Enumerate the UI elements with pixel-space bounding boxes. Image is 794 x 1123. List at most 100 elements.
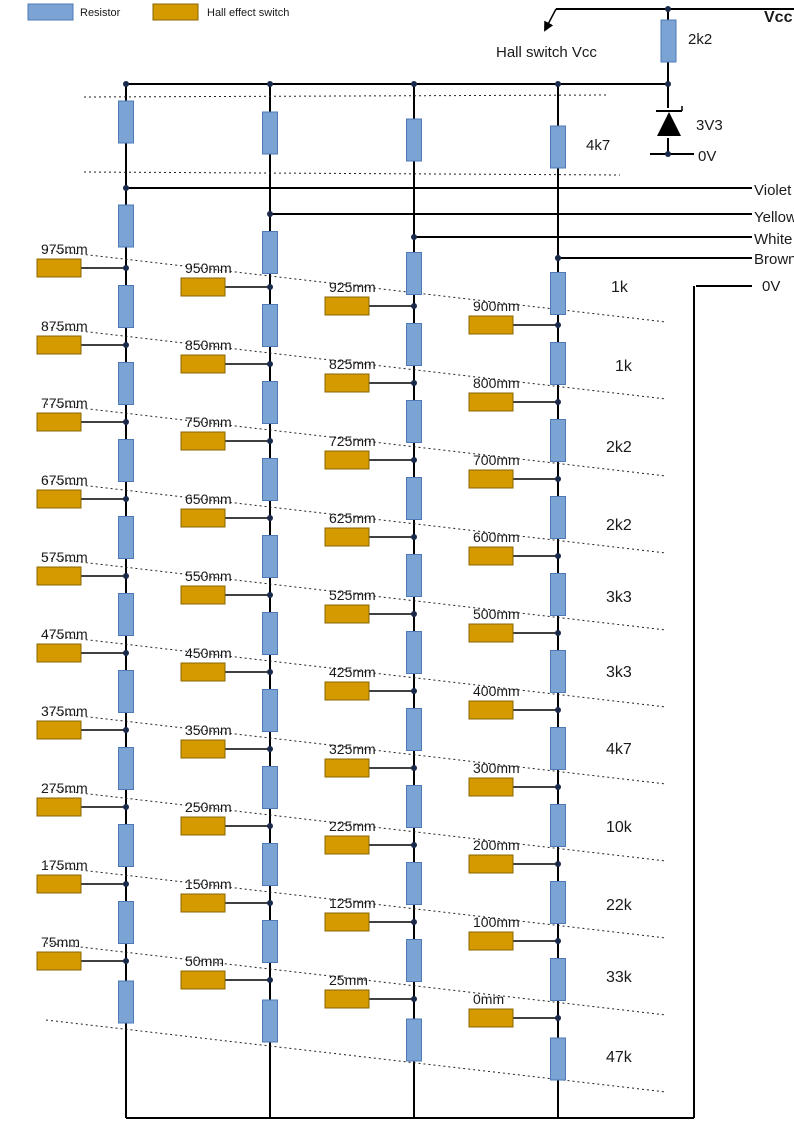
switch-node xyxy=(267,900,273,906)
output-label-violet: Violet xyxy=(754,182,792,199)
resistor xyxy=(262,381,278,424)
switch-node xyxy=(411,534,417,540)
resistor xyxy=(262,920,278,963)
switch-position-label: 225mm xyxy=(329,818,376,834)
hall-switch xyxy=(468,931,514,951)
vcc-label: Vcc xyxy=(764,9,793,26)
resistor-top xyxy=(118,100,134,144)
switch-position-label: 175mm xyxy=(41,857,88,873)
output-label-brown: Brown xyxy=(754,251,794,268)
hall-switch xyxy=(180,585,226,605)
resistor xyxy=(550,881,566,924)
hall-switches xyxy=(36,258,558,1028)
hall-switch xyxy=(324,912,370,932)
resistor xyxy=(262,535,278,578)
resistor xyxy=(550,272,566,315)
vcc-node xyxy=(665,6,671,12)
hall-switch xyxy=(180,508,226,528)
dotted-guide-line xyxy=(45,557,667,631)
hall-switch xyxy=(180,739,226,759)
switch-position-label: 800mm xyxy=(473,375,520,391)
switch-node xyxy=(123,265,129,271)
resistor xyxy=(406,554,422,597)
resistor-value-label: 2k2 xyxy=(606,517,632,534)
legend-resistor-label: Resistor xyxy=(80,7,121,19)
resistor-top xyxy=(262,111,278,155)
resistor xyxy=(406,785,422,828)
tap-node xyxy=(411,234,417,240)
switch-node xyxy=(411,611,417,617)
hall-switch xyxy=(180,816,226,836)
hall-switch xyxy=(468,623,514,643)
bus-node xyxy=(665,81,671,87)
output-label-yellow: Yellow xyxy=(754,209,794,226)
switch-position-label: 625mm xyxy=(329,510,376,526)
switch-node xyxy=(267,669,273,675)
dotted-guide-line xyxy=(45,865,667,939)
switch-node xyxy=(123,958,129,964)
dotted-guide-line xyxy=(45,711,667,785)
resistor xyxy=(406,939,422,982)
hall-switch xyxy=(180,354,226,374)
resistor xyxy=(262,304,278,347)
resistor xyxy=(262,458,278,501)
hall-switch xyxy=(468,315,514,335)
switch-node xyxy=(411,380,417,386)
switch-position-label: 425mm xyxy=(329,664,376,680)
hall-switch xyxy=(36,720,82,740)
switch-position-label: 250mm xyxy=(185,799,232,815)
hall-switch xyxy=(180,277,226,297)
switch-node xyxy=(267,515,273,521)
resistor-value-label: 4k7 xyxy=(606,741,632,758)
resistor xyxy=(550,419,566,462)
resistor xyxy=(262,999,278,1043)
resistor xyxy=(550,573,566,616)
switch-node xyxy=(411,842,417,848)
switch-node xyxy=(555,399,561,405)
dotted-guide-line xyxy=(45,1019,667,1093)
bus-node xyxy=(123,81,129,87)
switch-position-label: 850mm xyxy=(185,337,232,353)
switch-node xyxy=(411,688,417,694)
switch-node xyxy=(555,938,561,944)
switch-node xyxy=(123,496,129,502)
switch-position-label: 350mm xyxy=(185,722,232,738)
switch-node xyxy=(555,630,561,636)
switch-node xyxy=(267,438,273,444)
switch-position-label: 300mm xyxy=(473,760,520,776)
switch-node xyxy=(411,765,417,771)
resistor xyxy=(118,593,134,636)
switch-node xyxy=(267,823,273,829)
resistor-value-label: 3k3 xyxy=(606,589,632,606)
bus-node xyxy=(555,81,561,87)
resistor xyxy=(262,612,278,655)
bus-node xyxy=(411,81,417,87)
resistor xyxy=(550,727,566,770)
hall-switch xyxy=(468,854,514,874)
switch-position-label: 550mm xyxy=(185,568,232,584)
resistor xyxy=(118,824,134,867)
switch-node xyxy=(123,573,129,579)
hall-switch xyxy=(324,758,370,778)
resistor xyxy=(262,766,278,809)
resistor xyxy=(118,670,134,713)
switch-position-label: 375mm xyxy=(41,703,88,719)
switch-position-label: 400mm xyxy=(473,683,520,699)
junction-nodes xyxy=(123,6,671,1021)
switch-node xyxy=(267,746,273,752)
switch-position-label: 500mm xyxy=(473,606,520,622)
resistor-value-label: 1k xyxy=(611,279,629,296)
hall-switch xyxy=(180,970,226,990)
hall-switch xyxy=(36,566,82,586)
switch-position-label: 875mm xyxy=(41,318,88,334)
resistor xyxy=(406,862,422,905)
dotted-guide-line xyxy=(45,788,667,862)
switch-node xyxy=(555,476,561,482)
resistor xyxy=(118,747,134,790)
top-resistor-label: 4k7 xyxy=(586,137,610,154)
switch-node xyxy=(123,342,129,348)
switch-position-label: 575mm xyxy=(41,549,88,565)
switch-position-label: 975mm xyxy=(41,241,88,257)
hall-switch xyxy=(36,643,82,663)
hall-switch xyxy=(324,989,370,1009)
